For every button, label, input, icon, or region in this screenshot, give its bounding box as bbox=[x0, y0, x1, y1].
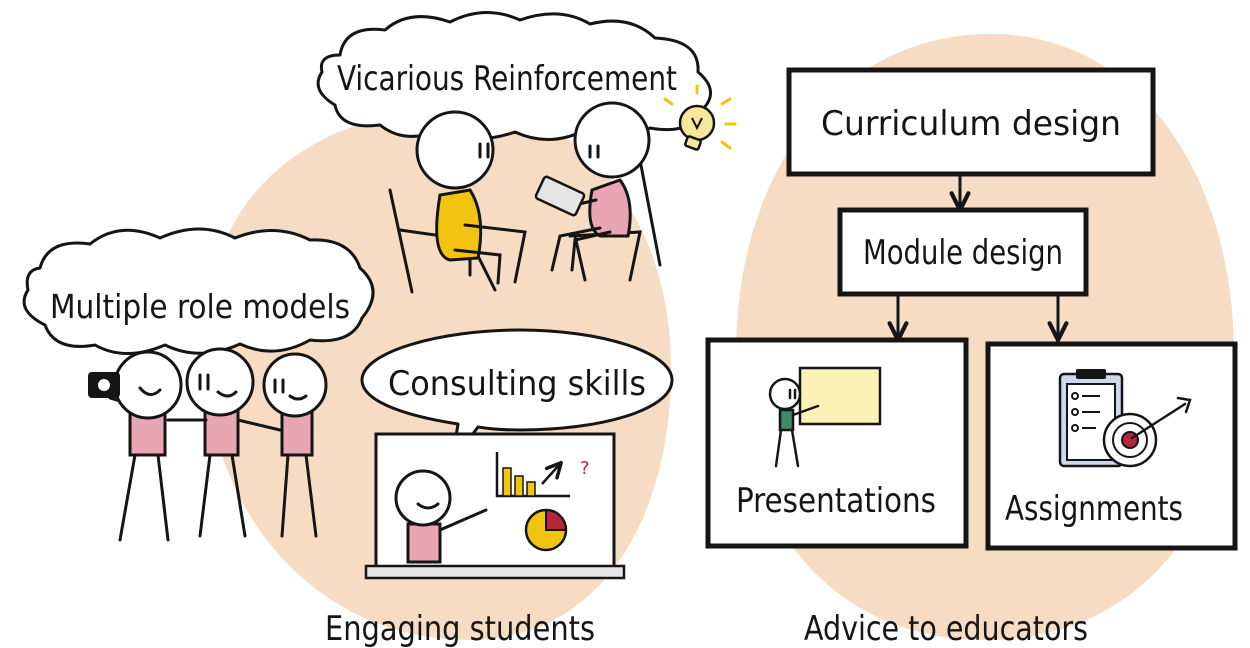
person-pointing bbox=[166, 347, 282, 538]
consulting-speech-bubble bbox=[360, 328, 674, 464]
role-models-thought-cloud bbox=[22, 227, 375, 355]
svg-text:?: ? bbox=[580, 458, 590, 479]
consulting-label: Consulting skills bbox=[388, 364, 646, 404]
target-icon bbox=[1102, 396, 1192, 468]
module-design-box bbox=[837, 207, 1089, 297]
presenter-person bbox=[394, 469, 488, 564]
teacher-at-board-icon bbox=[768, 377, 820, 468]
person-standing-right bbox=[262, 352, 328, 538]
curriculum-design-label: Curriculum design bbox=[821, 104, 1121, 144]
whiteboard-icon bbox=[798, 366, 882, 426]
module-design-label: Module design bbox=[863, 233, 1063, 273]
seated-person-pink bbox=[550, 101, 662, 282]
person-with-camera bbox=[108, 350, 183, 542]
lightbulb-icon bbox=[663, 84, 737, 151]
presentations-label: Presentations bbox=[736, 481, 936, 521]
seated-person-yellow bbox=[388, 110, 527, 294]
role-models-label: Multiple role models bbox=[50, 287, 350, 326]
assignments-label: Assignments bbox=[1005, 489, 1183, 529]
bar-chart-icon: ? bbox=[495, 452, 590, 498]
pie-chart-icon bbox=[524, 508, 568, 552]
advice-to-educators-caption: Advice to educators bbox=[804, 609, 1088, 648]
camera-icon bbox=[88, 372, 120, 398]
engaging-students-caption: Engaging students bbox=[325, 609, 595, 648]
tablet-icon bbox=[534, 175, 586, 217]
curriculum-design-box bbox=[786, 67, 1156, 177]
vicarious-label: Vicarious Reinforcement bbox=[337, 59, 677, 99]
